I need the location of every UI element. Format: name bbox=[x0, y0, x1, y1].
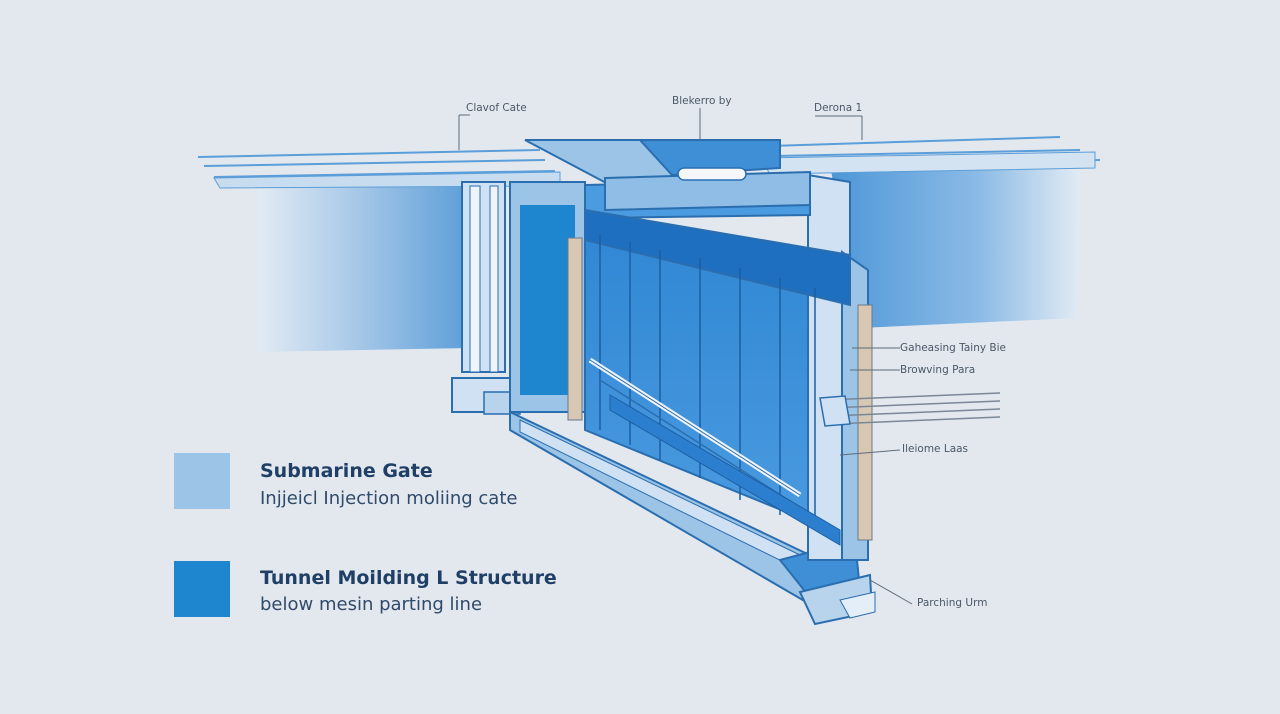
left-wall-panel bbox=[258, 178, 470, 352]
callout-top-right: Derona 1 bbox=[814, 102, 863, 114]
top-rail-left bbox=[197, 149, 556, 178]
top-gate-block bbox=[524, 139, 851, 307]
legend-title-tunnel-molding: Tunnel Moilding L Structure bbox=[260, 567, 557, 589]
legend-title-submarine-gate: Submarine Gate bbox=[260, 460, 433, 482]
callout-top-center: Blekerro by bbox=[672, 95, 732, 107]
ejector-rods bbox=[824, 392, 1001, 425]
legend-subtitle-tunnel-molding: below mesin parting line bbox=[260, 594, 483, 615]
callout-right-3: Ileiome Laas bbox=[902, 443, 969, 455]
legend-subtitle-submarine-gate: Injjeicl Injection moliing cate bbox=[260, 488, 518, 509]
mold-channel-body bbox=[509, 181, 876, 626]
right-wall-panel bbox=[830, 165, 1080, 328]
callout-right-1: Gaheasing Tainy Bie bbox=[900, 342, 1006, 354]
callout-top-left: Clavof Cate bbox=[466, 102, 527, 114]
callout-bottom-right: Parching Urm bbox=[917, 597, 988, 609]
callout-right-2: Browving Para bbox=[900, 364, 976, 376]
callout-leaders bbox=[458, 108, 913, 605]
legend-swatch-submarine-gate bbox=[174, 453, 230, 509]
injection-runner bbox=[588, 357, 841, 546]
legend-swatch-tunnel-molding bbox=[174, 561, 230, 617]
